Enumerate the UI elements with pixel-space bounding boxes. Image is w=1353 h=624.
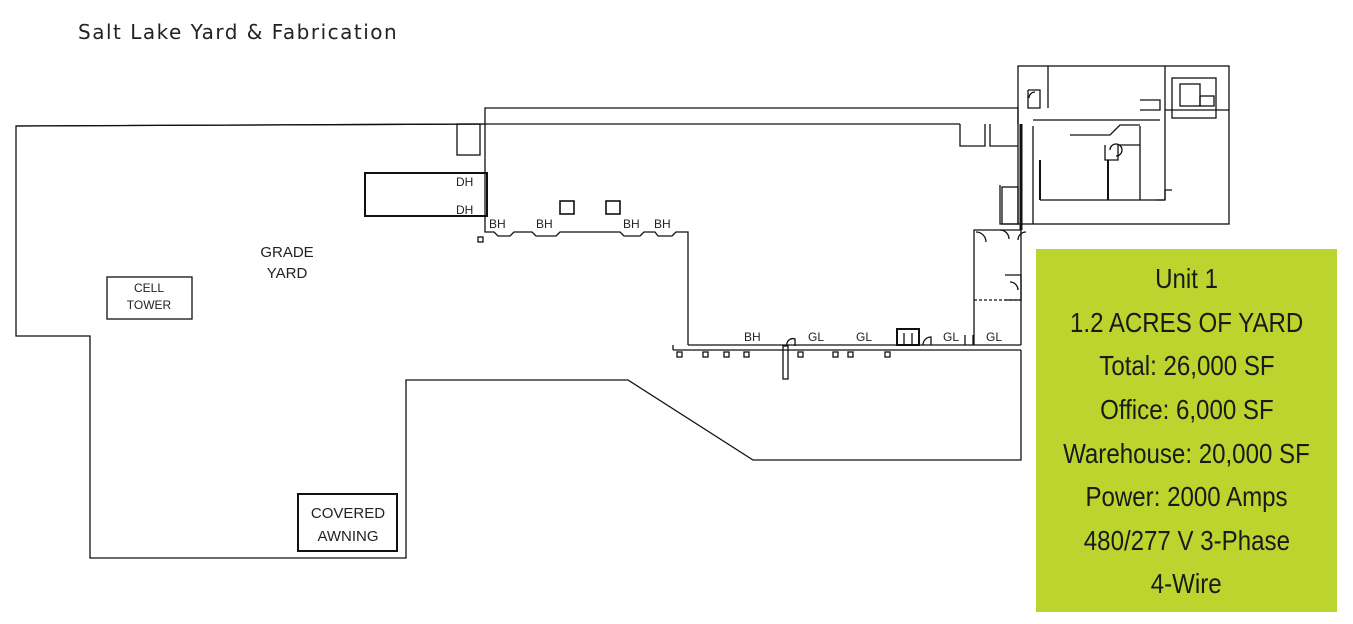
small-structure	[456, 123, 481, 156]
bh-label: BH	[654, 217, 671, 231]
column	[559, 200, 575, 215]
bh-label: BH	[536, 217, 553, 231]
dh-label: DH	[456, 175, 473, 189]
bh-label: BH	[623, 217, 640, 231]
unit-info-box: Unit 1 1.2 ACRES OF YARD Total: 26,000 S…	[1036, 249, 1337, 612]
bh-label: BH	[489, 217, 506, 231]
gl-label: GL	[943, 330, 959, 344]
column	[605, 200, 621, 215]
bh-label: BH	[744, 330, 761, 344]
covered-awning-label-line1: COVERED	[311, 505, 385, 522]
gl-label: GL	[986, 330, 1002, 344]
yard-step	[15, 123, 486, 127]
voltage-phase: 480/277 V 3-Phase	[1083, 524, 1290, 556]
office-sf: Office: 6,000 SF	[1099, 393, 1274, 425]
gl-label: GL	[856, 330, 872, 344]
cell-tower-label-line2: TOWER	[127, 298, 172, 312]
warehouse-wall-west	[484, 124, 689, 345]
grade-yard-label-line2: YARD	[267, 265, 308, 282]
dh-block	[364, 172, 488, 217]
covered-awning-box	[297, 493, 398, 552]
unit-name: Unit 1	[1155, 263, 1218, 295]
yard-acreage: 1.2 ACRES OF YARD	[1069, 306, 1304, 338]
grade-yard-label-line1: GRADE	[260, 244, 313, 261]
wire-count: 4-Wire	[1151, 568, 1222, 600]
covered-awning-label-line2: AWNING	[317, 528, 378, 545]
power-amps: Power: 2000 Amps	[1085, 481, 1288, 513]
yard-boundary	[15, 107, 1022, 559]
cell-tower-label-line1: CELL	[134, 281, 164, 295]
total-sf: Total: 26,000 SF	[1098, 350, 1275, 382]
office-building	[1017, 65, 1230, 225]
gl-label: GL	[808, 330, 824, 344]
warehouse-sf: Warehouse: 20,000 SF	[1063, 437, 1310, 469]
plan-title: Salt Lake Yard & Fabrication	[78, 20, 399, 44]
dh-label: DH	[456, 203, 473, 217]
cell-tower-box	[106, 276, 193, 320]
